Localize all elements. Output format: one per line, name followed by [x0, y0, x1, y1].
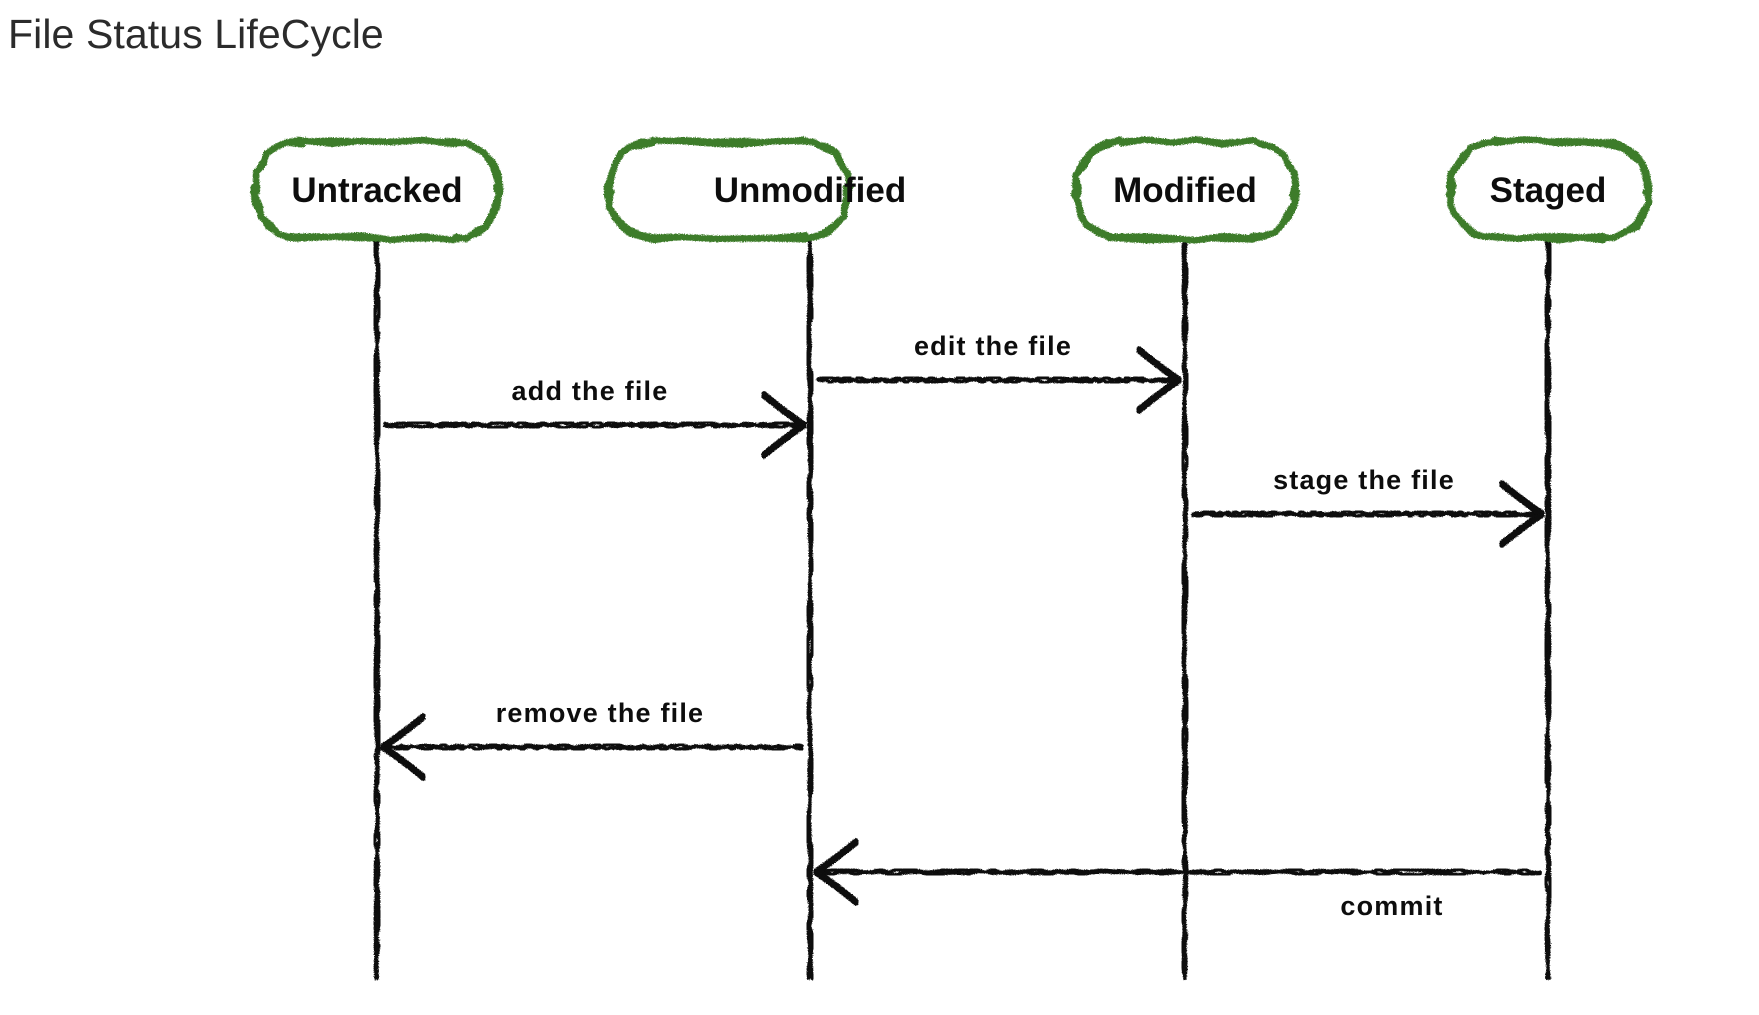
nodes-layer: Untracked Unmodified Modified Staged — [250, 136, 1653, 244]
edge-add-the-file-arrowhead-upper — [761, 393, 807, 429]
node-modified[interactable]: Modified — [1070, 136, 1301, 244]
node-untracked[interactable]: Untracked — [250, 136, 504, 244]
edge-commit[interactable] — [813, 838, 1542, 906]
node-staged[interactable]: Staged — [1445, 136, 1653, 244]
edge-stage-the-file[interactable] — [1191, 480, 1545, 548]
edge-remove-the-file-label: remove the file — [496, 698, 705, 728]
edge-remove-the-file-arrowhead-lower — [380, 745, 426, 781]
edge-commit-label: commit — [1340, 891, 1443, 921]
edge-edit-the-file[interactable] — [816, 346, 1182, 414]
edge-edit-the-file-line — [816, 377, 1181, 385]
lifeline-unmodified — [805, 237, 815, 981]
edge-add-the-file[interactable] — [383, 391, 807, 459]
edge-remove-the-file-arrowhead-upper — [380, 715, 426, 751]
node-unmodified[interactable]: Unmodified — [603, 136, 906, 244]
lifeline-untracked — [372, 237, 382, 981]
node-staged-label: Staged — [1490, 171, 1607, 210]
lifeline-staged — [1543, 237, 1553, 981]
edge-add-the-file-arrowhead-lower — [761, 423, 807, 459]
edge-edit-the-file-line — [816, 375, 1181, 383]
lifelines-layer — [372, 237, 1553, 981]
edge-stage-the-file-arrowhead-lower — [1499, 512, 1545, 548]
node-modified-label: Modified — [1113, 171, 1257, 210]
node-staged-border — [1446, 136, 1653, 242]
page-title: File Status LifeCycle — [8, 11, 384, 57]
edge-stage-the-file-arrowhead-upper — [1499, 482, 1545, 518]
edge-edit-the-file-arrowhead-upper — [1136, 348, 1182, 384]
edge-stage-the-file-line — [1191, 508, 1544, 517]
labels-layer: add the file edit the file stage the file r… — [496, 331, 1455, 921]
node-unmodified-label: Unmodified — [714, 171, 906, 210]
edge-remove-the-file-line — [381, 742, 804, 750]
edge-stage-the-file-label: stage the file — [1273, 465, 1455, 495]
edge-add-the-file-label: add the file — [512, 376, 669, 406]
edge-remove-the-file[interactable] — [380, 713, 804, 781]
node-untracked-label: Untracked — [291, 171, 462, 210]
node-unmodified-border — [604, 137, 853, 243]
lifeline-modified — [1180, 237, 1190, 981]
edge-edit-the-file-label: edit the file — [914, 331, 1072, 361]
edges-layer — [380, 346, 1545, 906]
node-untracked-border — [250, 136, 504, 244]
edge-commit-arrowhead-lower — [813, 870, 859, 906]
edge-add-the-file-line — [383, 422, 806, 430]
edge-commit-line — [814, 869, 1542, 877]
edge-edit-the-file-arrowhead-lower — [1136, 378, 1182, 414]
edge-remove-the-file-line — [381, 744, 804, 752]
node-modified-border — [1071, 136, 1300, 244]
edge-commit-arrowhead-upper — [813, 840, 859, 876]
edge-stage-the-file-line — [1191, 511, 1544, 519]
